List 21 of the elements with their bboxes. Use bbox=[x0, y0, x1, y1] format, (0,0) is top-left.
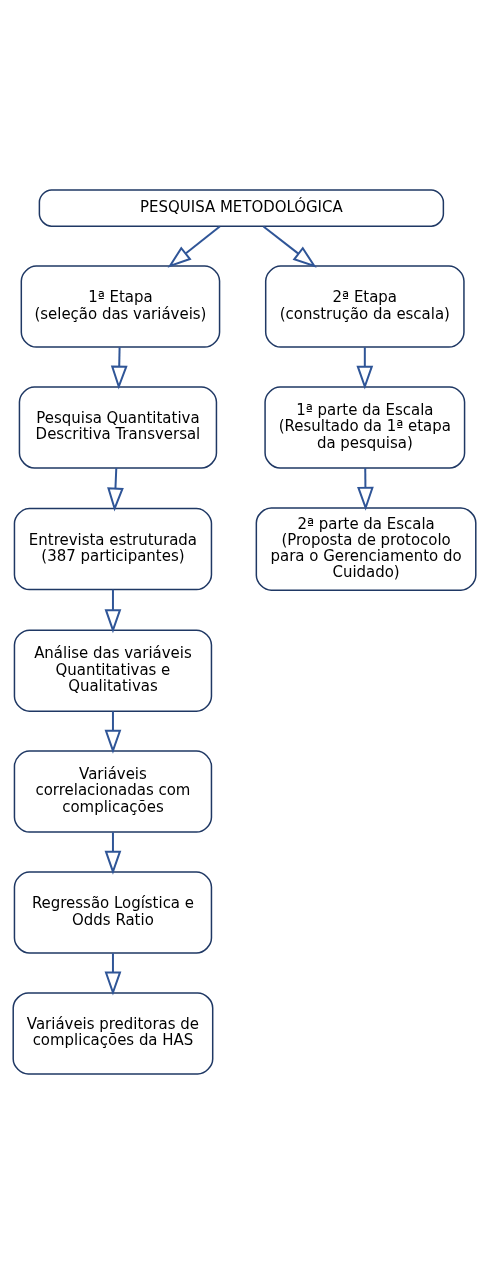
node-box: 1ª parte da Escala (Resultado da 1ª etapa da pesquisa) bbox=[264, 386, 466, 469]
arrow bbox=[104, 831, 122, 875]
node-box: Análise das variáveis Quantitativas e Qualitativas bbox=[13, 629, 213, 712]
arrow bbox=[110, 346, 128, 390]
node-box: Variáveis preditoras de complicações da HAS bbox=[12, 992, 214, 1075]
arrow bbox=[104, 710, 122, 754]
arrow bbox=[167, 225, 221, 268]
arrow bbox=[356, 346, 374, 390]
node-box: Variáveis correlacionadas com complicações bbox=[13, 750, 213, 833]
node-box: 2ª parte da Escala (Proposta de protocolo para o Gerenciamento do Cuidado) bbox=[255, 507, 477, 591]
node-box: Entrevista estruturada (387 participantes) bbox=[13, 507, 213, 591]
node-box: 2ª Etapa (construção da escala) bbox=[264, 265, 465, 348]
arrow bbox=[104, 952, 122, 996]
arrow bbox=[357, 467, 374, 511]
node-box: Regressão Logística e Odds Ratio bbox=[13, 871, 213, 954]
arrow bbox=[104, 588, 122, 634]
node-box: 1ª Etapa (seleção das variáveis) bbox=[20, 265, 221, 348]
arrow bbox=[262, 225, 317, 268]
arrow bbox=[107, 467, 124, 512]
node-box: Pesquisa Quantitativa Descritiva Transversal bbox=[18, 386, 218, 469]
node-box: PESQUISA METODOLÓGICA bbox=[38, 189, 445, 227]
